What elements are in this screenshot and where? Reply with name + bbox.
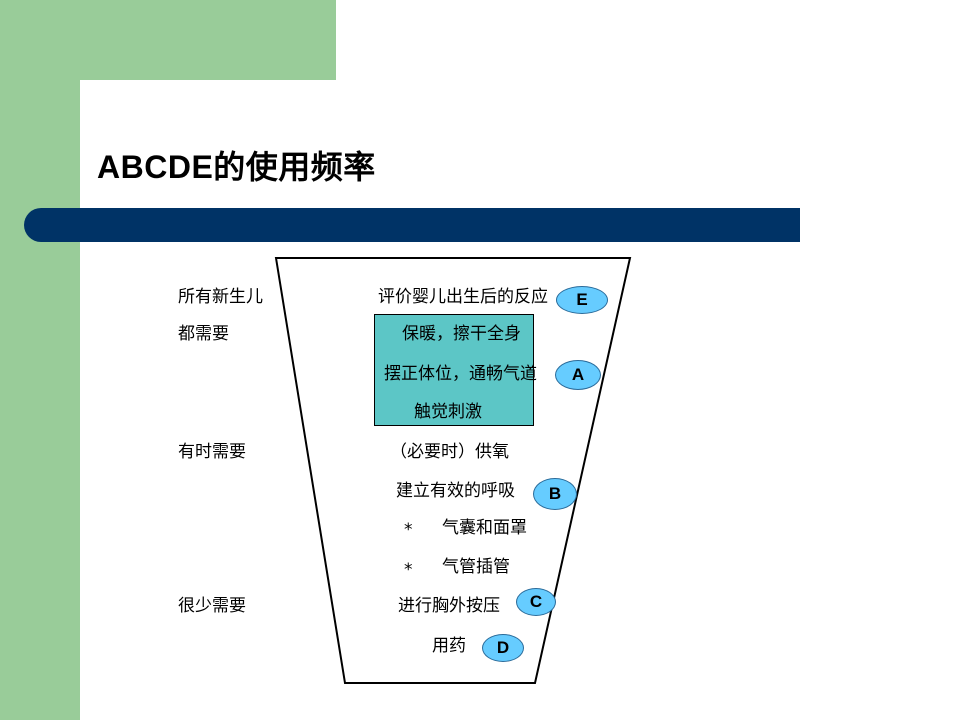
- step-breathing: 建立有效的呼吸: [396, 481, 515, 501]
- top-green-block: [80, 0, 336, 80]
- marker-a: A: [555, 360, 601, 390]
- step-intubation: 气管插管: [442, 557, 510, 577]
- step-bag-mask: 气囊和面罩: [442, 518, 527, 538]
- step-oxygen: （必要时）供氧: [390, 442, 509, 462]
- label-all-need: 都需要: [178, 324, 229, 344]
- label-rarely-need: 很少需要: [178, 596, 246, 616]
- marker-e: E: [556, 286, 608, 314]
- step-position-airway: 摆正体位，通畅气道: [384, 364, 537, 384]
- marker-c: C: [516, 588, 556, 616]
- title-underline-bar: [24, 208, 800, 242]
- step-tactile-stimulation: 触觉刺激: [414, 402, 482, 422]
- marker-d: D: [482, 634, 524, 662]
- step-evaluate: 评价婴儿出生后的反应: [378, 287, 548, 307]
- left-green-strip: [0, 0, 80, 720]
- bullet-star-2: *: [404, 560, 413, 580]
- step-chest-compression: 进行胸外按压: [398, 596, 500, 616]
- marker-b: B: [533, 478, 577, 510]
- funnel-shape: [274, 257, 632, 684]
- label-all-newborns: 所有新生儿: [178, 287, 263, 307]
- slide-title: ABCDE的使用频率: [97, 149, 376, 185]
- step-medication: 用药: [432, 636, 466, 656]
- step-warm-dry: 保暖，擦干全身: [402, 324, 521, 344]
- core-steps-box: [374, 314, 534, 426]
- label-sometimes-need: 有时需要: [178, 442, 246, 462]
- content-rounded-corner: [80, 80, 200, 200]
- bullet-star-1: *: [404, 520, 413, 540]
